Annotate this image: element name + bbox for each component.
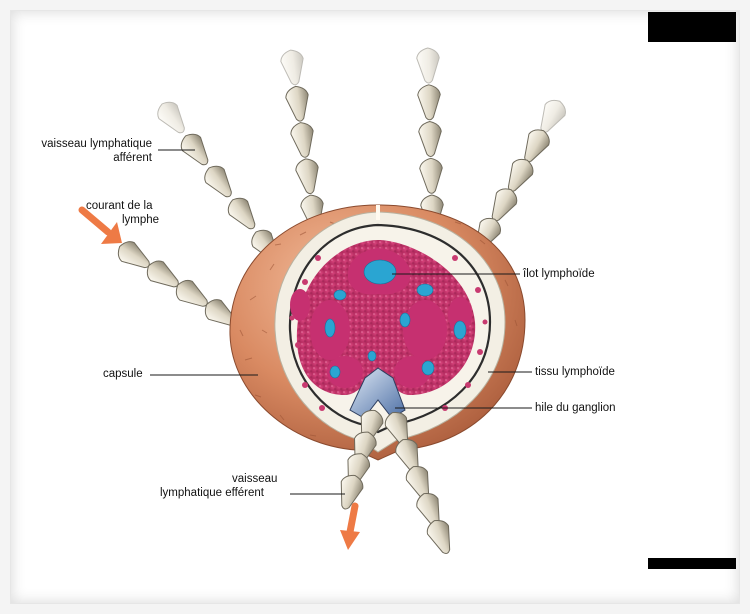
afferent-vessel-1-segment [200, 161, 239, 203]
lymph-flow-label-line2: lymphe [86, 213, 159, 227]
efferent-vessel-label: vaisseau lymphatique efférent [160, 472, 277, 500]
afferent-vessel-3-segment [417, 84, 440, 120]
lymph-flow-arrow-out [340, 506, 360, 550]
afferent-vessel-1-segment [153, 97, 192, 139]
afferent-vessel-5 [113, 237, 242, 333]
efferent-vessel-2-segment [424, 517, 458, 558]
afferent-vessel-4 [468, 96, 570, 256]
lymphoid-tissue-label: tissu lymphoïde [535, 365, 615, 379]
afferent-vessel-1 [153, 97, 286, 267]
afferent-vessel-2-segment [279, 49, 306, 87]
lymphoid-islet-label: îlot lymphoïde [523, 267, 595, 281]
afferent-vessel-label-line1: vaisseau lymphatique [12, 137, 152, 151]
efferent-vessel-label-line1: vaisseau [160, 472, 277, 486]
afferent-vessel-3-segment [418, 121, 441, 157]
lymph-flow-label-line1: courant de la [86, 199, 159, 213]
afferent-vessel-3 [416, 48, 443, 231]
afferent-vessel-2-segment [294, 157, 321, 195]
afferent-vessel-2-segment [289, 121, 316, 159]
afferent-vessel-3-segment [419, 158, 442, 194]
afferent-vessel-2 [279, 49, 326, 232]
capsule-label: capsule [103, 367, 143, 381]
afferent-vessel-3-segment [416, 48, 439, 84]
afferent-vessel-1-segment [224, 193, 263, 235]
afferent-vessel-label-line2: afférent [12, 151, 152, 165]
efferent-vessel-label-line2: lymphatique efférent [160, 486, 277, 500]
afferent-vessel-label: vaisseau lymphatique afférent [12, 137, 152, 165]
lymph-flow-label: courant de la lymphe [86, 199, 159, 227]
afferent-vessel-2-segment [284, 85, 311, 123]
hilum-label: hile du ganglion [535, 401, 616, 415]
